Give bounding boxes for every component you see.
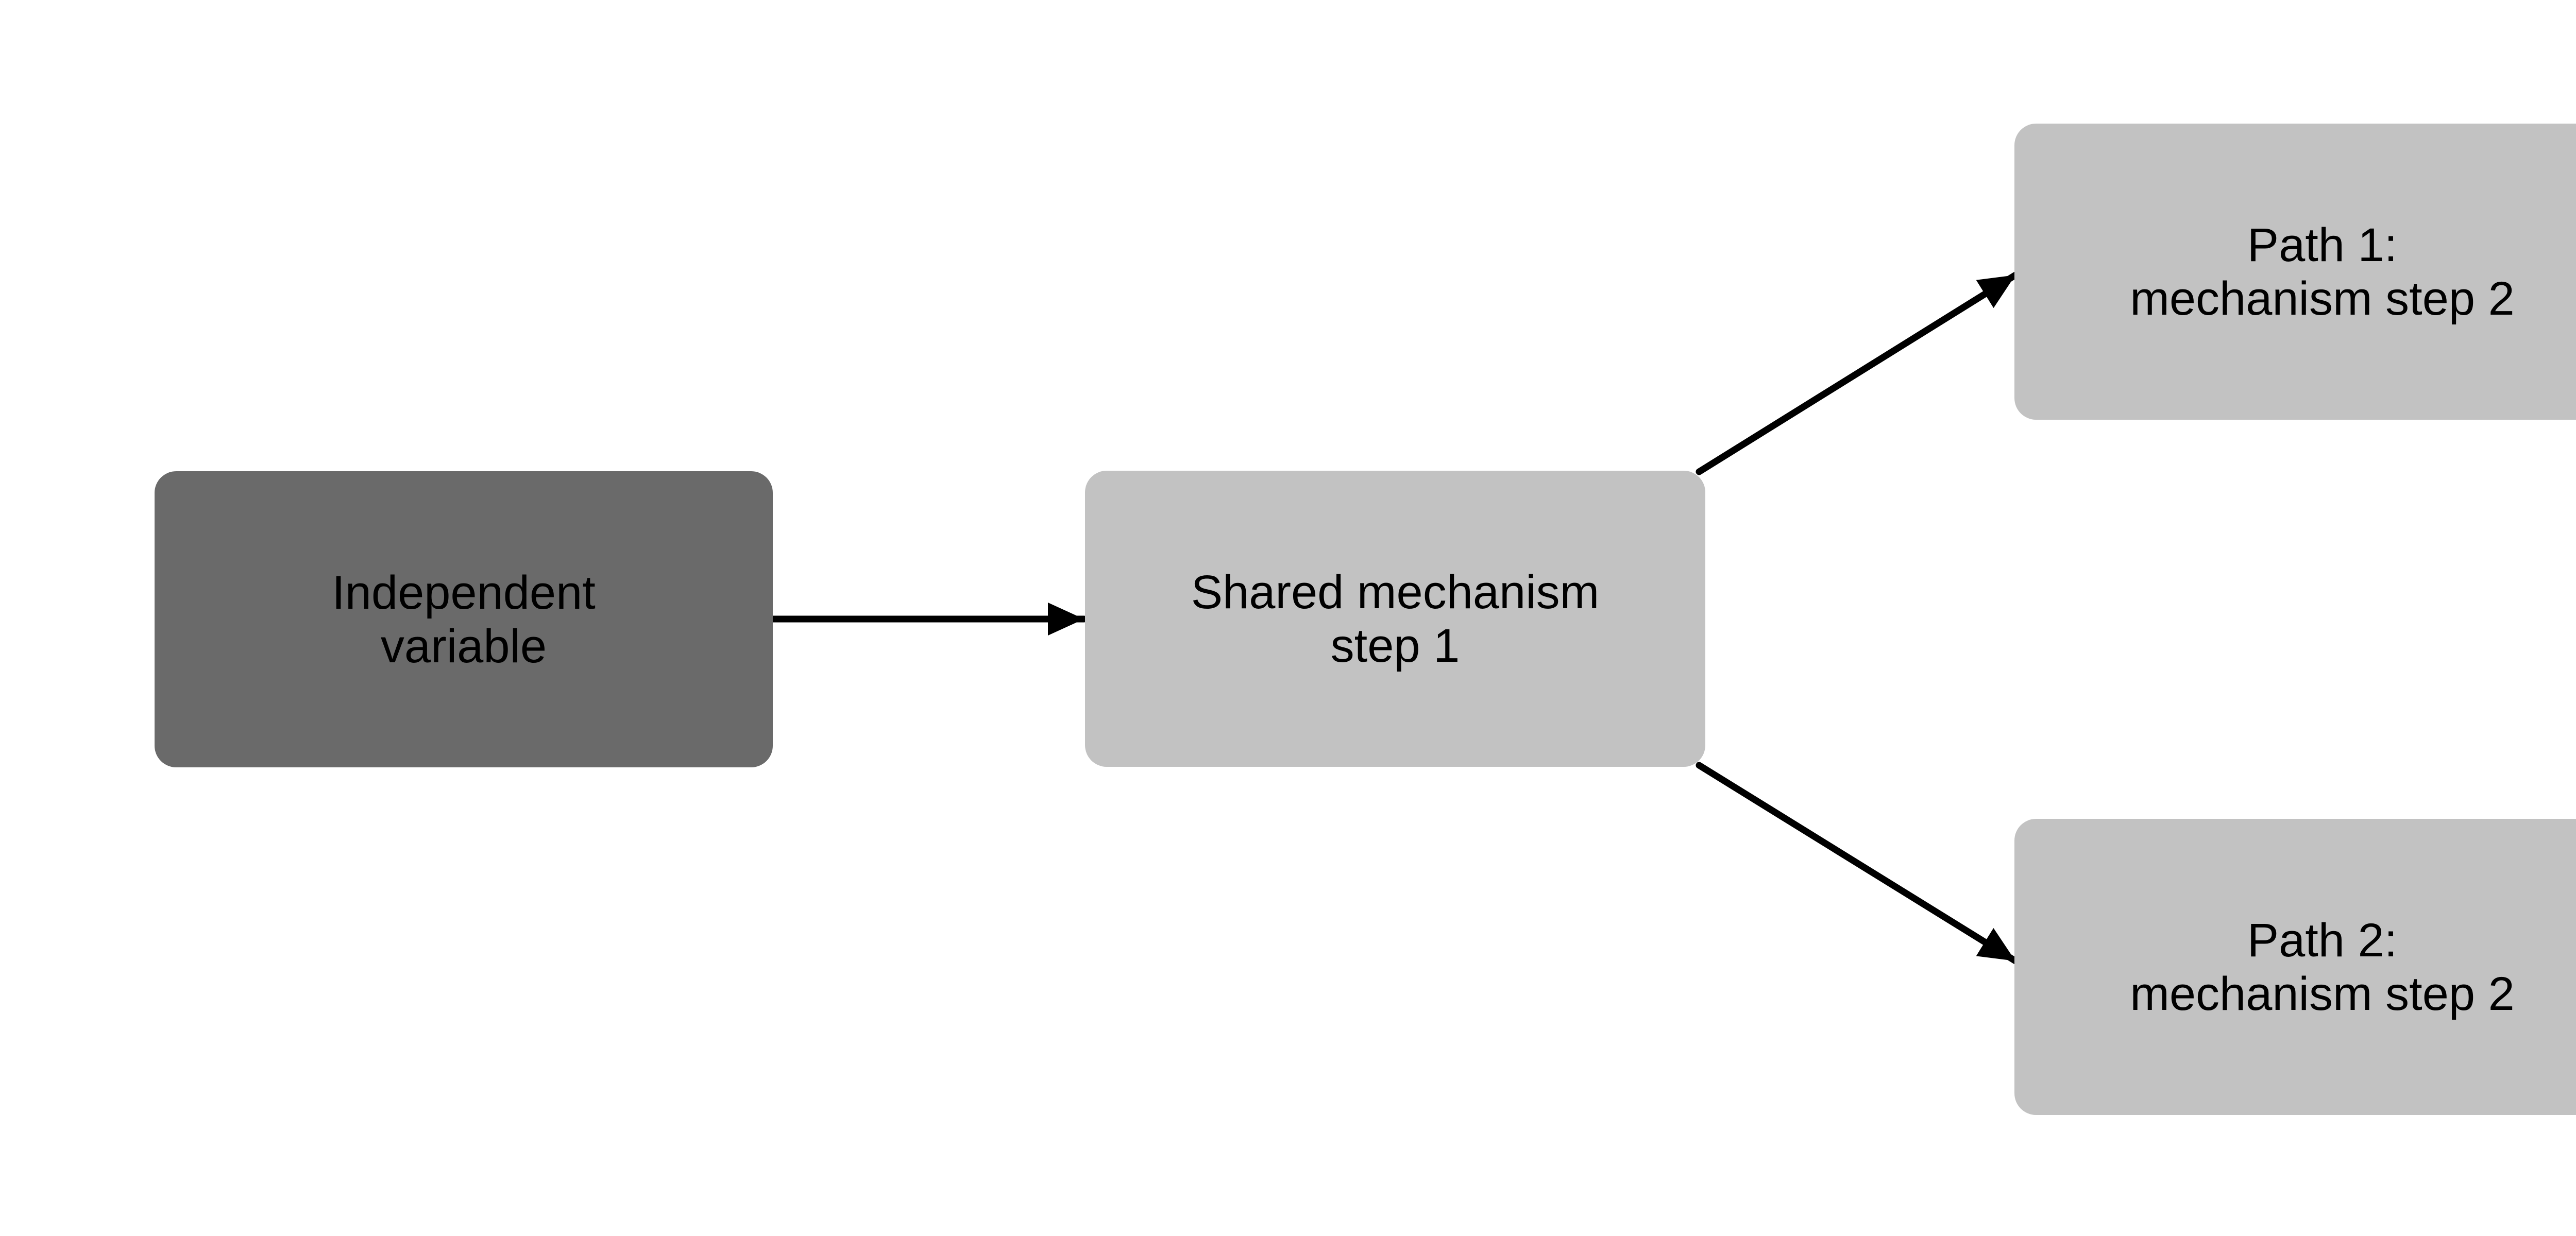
node-path-2-mechanism-step-2: Path 2: mechanism step 2 [2014,819,2576,1115]
node-path-1-mechanism-step-2: Path 1: mechanism step 2 [2014,124,2576,420]
arrow-shared-to-path1 [1696,271,2019,475]
node-label: Independent variable [332,566,596,673]
node-label: Path 2: mechanism step 2 [2130,914,2515,1020]
arrow-shared-to-path2 [1696,762,2019,965]
node-shared-mechanism-step-1: Shared mechanism step 1 [1085,471,1705,767]
node-label: Path 1: mechanism step 2 [2130,218,2515,325]
node-independent-variable: Independent variable [155,471,773,767]
node-label: Shared mechanism step 1 [1191,565,1600,672]
